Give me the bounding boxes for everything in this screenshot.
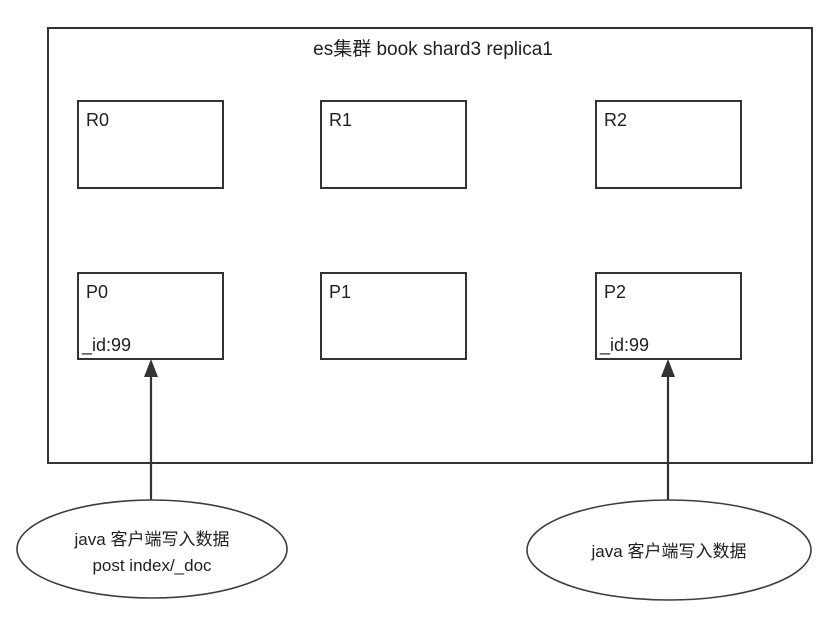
client-right-line1: java 客户端写入数据 [591,542,747,561]
client-right-ellipse[interactable] [526,499,812,601]
replica-box-r1-label: R1 [329,110,352,130]
replica-box-r0-label: R0 [86,110,109,130]
replica-box-r1[interactable] [320,100,467,189]
arrow-client-left-to-p0-head [144,359,158,377]
primary-box-p1-label: P1 [329,282,351,302]
cluster-title: es集群 book shard3 replica1 [313,38,553,60]
client-left-line2: post index/_doc [92,556,212,575]
replica-box-r2-label: R2 [604,110,627,130]
replica-box-r0[interactable] [77,100,224,189]
replica-box-r2[interactable] [595,100,742,189]
primary-box-p2[interactable] [595,272,742,360]
es-cluster-container[interactable] [47,27,813,464]
primary-box-p0-detail: _id:99 [81,335,131,356]
primary-box-p0[interactable] [77,272,224,360]
client-left-ellipse[interactable] [16,499,288,599]
client-left-line1: java 客户端写入数据 [74,530,230,549]
primary-box-p0-label: P0 [86,282,108,302]
primary-box-p2-detail: _id:99 [599,335,649,356]
arrow-client-right-to-p2-head [661,359,675,377]
primary-box-p2-label: P2 [604,282,626,302]
primary-box-p1[interactable] [320,272,467,360]
